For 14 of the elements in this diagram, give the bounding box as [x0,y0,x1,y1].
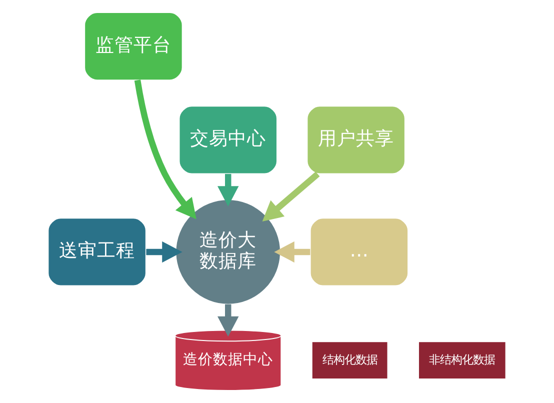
arrow [217,304,239,337]
node-box: 送审工程 [48,218,146,286]
arrow [274,241,310,263]
node-box: 用户共享 [306,106,406,174]
node-box: … [310,218,409,286]
node-box: 非结构化数据 [418,341,506,380]
node-circle: 造价大数据库 [175,199,282,305]
arrow [262,172,320,222]
node-box: 交易中心 [178,106,278,174]
arrow [217,174,239,206]
arrow [134,80,196,220]
node-box: 监管平台 [84,12,183,81]
node-box: 结构化数据 [311,341,388,380]
arrow [146,241,182,263]
